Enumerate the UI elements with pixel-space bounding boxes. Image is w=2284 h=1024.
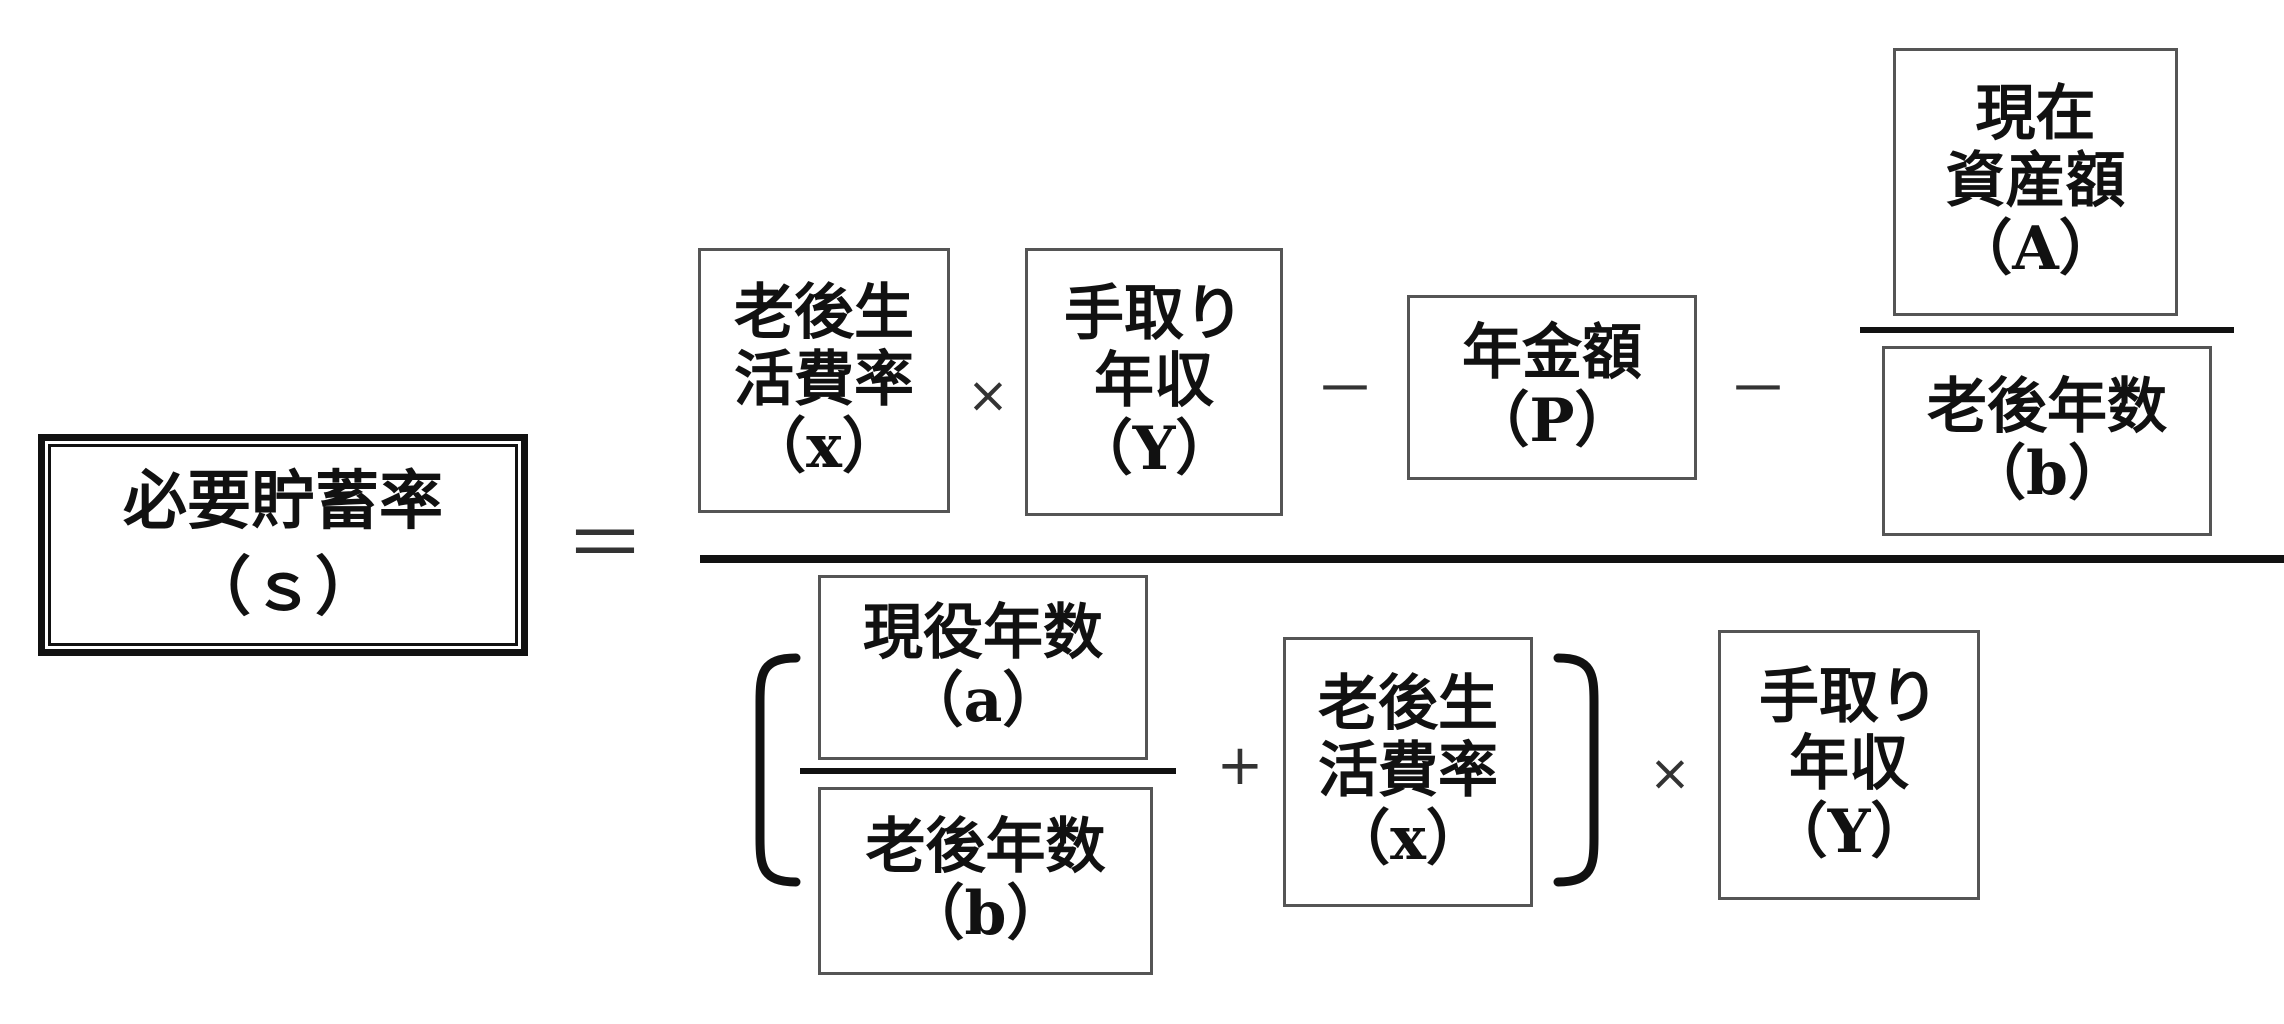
pension-amount-box: 年金額 （P） (1407, 295, 1697, 480)
numerator-net-income-box: 手取り 年収 （Y） (1025, 248, 1283, 516)
denominator-living-cost-ratio-box: 老後生 活費率 （x） (1283, 637, 1533, 907)
numerator-minus-sign-1: － (1315, 355, 1375, 425)
numerator-minus-sign-2: － (1728, 355, 1788, 425)
numerator-retirement-years-box: 老後年数 （b） (1882, 346, 2212, 536)
right-parenthesis (1553, 653, 1599, 887)
denominator-times-sign: × (1649, 744, 1691, 802)
working-years-box: 現役年数 （a） (818, 575, 1148, 760)
equals-sign: ＝ (565, 498, 645, 591)
required-savings-rate-box: 必要貯蓄率 （ｓ） (38, 434, 528, 656)
left-parenthesis (755, 653, 801, 887)
current-assets-box: 現在 資産額 （A） (1893, 48, 2178, 316)
plus-sign: + (1216, 733, 1264, 798)
denominator-retirement-years-box: 老後年数 （b） (818, 787, 1153, 975)
denominator-net-income-box: 手取り 年収 （Y） (1718, 630, 1980, 900)
working-over-retirement-years-fraction-bar (800, 768, 1176, 774)
numerator-living-cost-ratio-box: 老後生 活費率 （x） (698, 248, 950, 513)
main-fraction-bar (700, 555, 2284, 563)
assets-over-retirement-years-fraction-bar (1860, 327, 2234, 333)
required-savings-rate-symbol: （ｓ） (187, 550, 379, 625)
numerator-times-sign: × (967, 366, 1009, 424)
required-savings-rate-label: 必要貯蓄率 (123, 463, 443, 539)
